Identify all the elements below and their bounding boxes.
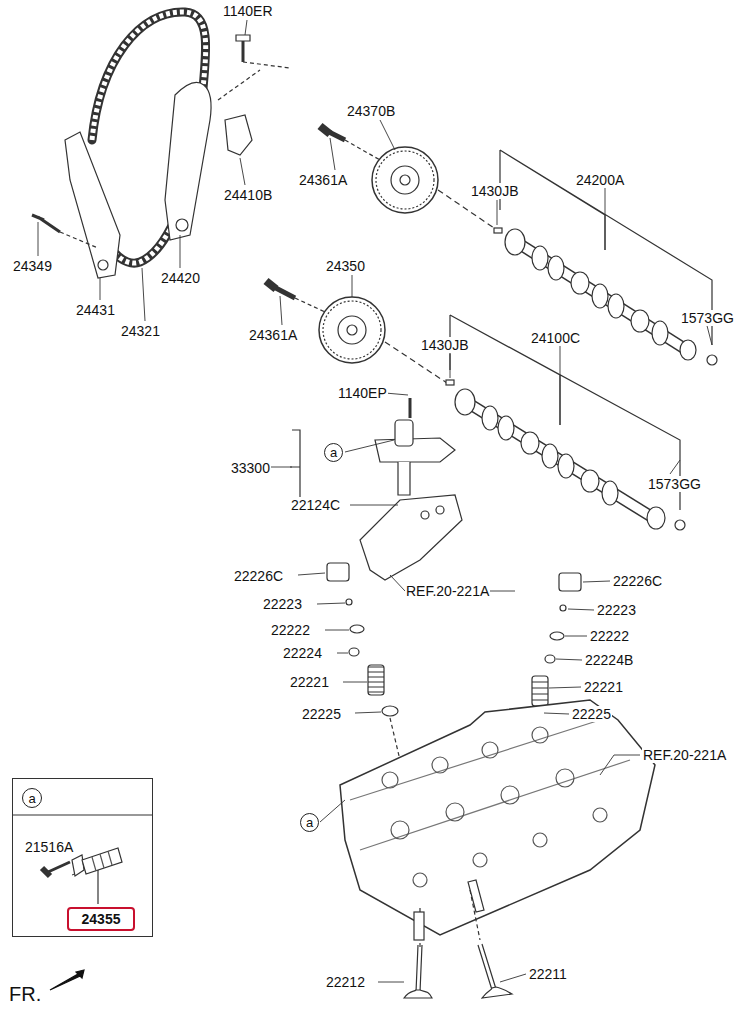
part-number: 24350 bbox=[325, 258, 366, 274]
highlighted-part-number: 24355 bbox=[67, 907, 135, 931]
part-number: 24431 bbox=[75, 302, 116, 318]
front-indicator: FR. bbox=[8, 983, 42, 1005]
part-number: 24370B bbox=[346, 103, 396, 119]
part-number: 22224 bbox=[282, 645, 323, 661]
part-number: 33300 bbox=[230, 460, 271, 476]
part-number: 24420 bbox=[160, 270, 201, 286]
part-number: 22211 bbox=[528, 966, 568, 982]
part-number: 22226C bbox=[233, 568, 284, 584]
part-number: 22225 bbox=[571, 706, 612, 722]
part-number: 22223 bbox=[596, 602, 637, 618]
part-number: 22124C bbox=[290, 497, 341, 513]
part-number: 21516A bbox=[25, 839, 73, 855]
part-number: 22222 bbox=[589, 628, 630, 644]
part-number: 1573GG bbox=[647, 476, 702, 492]
part-number: 1430JB bbox=[420, 337, 469, 353]
part-number: 1430JB bbox=[470, 183, 519, 199]
part-number: 22222 bbox=[270, 622, 311, 638]
part-number: 24321 bbox=[120, 323, 161, 339]
node-text: a bbox=[28, 792, 35, 805]
callout-circle: a bbox=[22, 788, 42, 808]
part-number: 22212 bbox=[325, 974, 366, 990]
callout-circle: a bbox=[324, 443, 343, 462]
part-number: 22225 bbox=[301, 706, 342, 722]
part-number: 1140ER bbox=[222, 3, 274, 19]
part-number: 22221 bbox=[289, 674, 330, 690]
part-number: REF.20-221A bbox=[405, 583, 490, 599]
part-number: 1140EP bbox=[337, 385, 388, 401]
part-number: 24361A bbox=[248, 327, 298, 343]
part-number: 1573GG bbox=[680, 310, 735, 326]
part-number: 22223 bbox=[262, 596, 303, 612]
part-number: 24200A bbox=[575, 172, 625, 188]
part-number: 24349 bbox=[12, 258, 53, 274]
part-number: REF.20-221A bbox=[642, 747, 727, 763]
part-number: 24100C bbox=[530, 330, 581, 346]
part-number: 22224B bbox=[584, 652, 634, 668]
node-text: a bbox=[330, 446, 337, 459]
inset-frame: 21516A a 24355 bbox=[12, 778, 153, 937]
part-number: 24361A bbox=[298, 172, 348, 188]
part-number: 24410B bbox=[223, 187, 273, 203]
callout-circle: a bbox=[300, 813, 319, 832]
part-number: 22226C bbox=[612, 573, 663, 589]
node-text: 24355 bbox=[82, 911, 121, 927]
node-text: a bbox=[306, 816, 313, 829]
part-number: 22221 bbox=[583, 679, 624, 695]
